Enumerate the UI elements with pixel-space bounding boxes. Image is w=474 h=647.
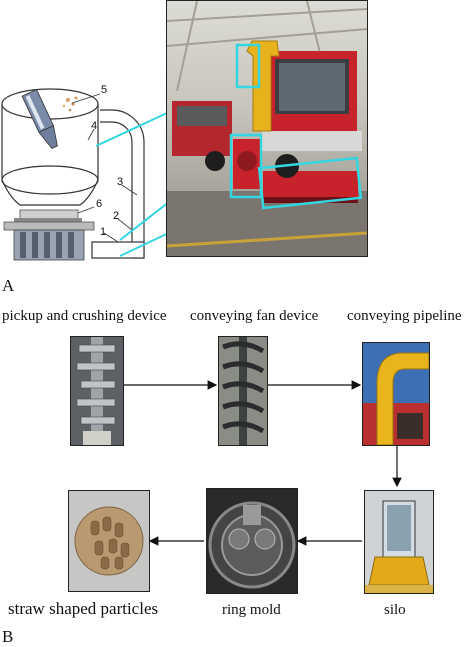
stage-photo-pickup [70,336,124,446]
base-motor [13,229,85,261]
conveying-pipe [100,109,145,259]
hopper-body [1,104,99,180]
stage-photo-silo [364,490,434,594]
stage-label-particles: straw shaped particles [8,599,159,618]
part-number-2: 2 [113,210,120,222]
hopper-bottom-cone [1,179,99,206]
panel-label-a: A [2,276,15,295]
part-number-5: 5 [101,84,108,96]
stage-photo-pipeline [362,342,430,446]
part-leader-lines [71,93,138,243]
stage-photo-fan [218,336,268,446]
part-number-4: 4 [91,120,98,132]
panel-label-b: B [2,627,14,646]
harvester-photo [166,0,368,257]
stage-photo-ring-mold [206,488,298,594]
ring-mold-gear [14,218,82,222]
stage-label-ring-mold: ring mold [222,602,281,618]
stage-label-pickup: pickup and crushing device [2,308,167,324]
stage-label-silo: silo [384,602,406,618]
cyclone-separator [21,88,58,149]
part-number-3: 3 [117,176,124,188]
stage-label-pipeline: conveying pipeline [347,308,462,324]
stage-label-fan: conveying fan device [190,308,319,324]
part-number-6: 6 [96,198,103,210]
part-number-1: 1 [100,226,107,238]
